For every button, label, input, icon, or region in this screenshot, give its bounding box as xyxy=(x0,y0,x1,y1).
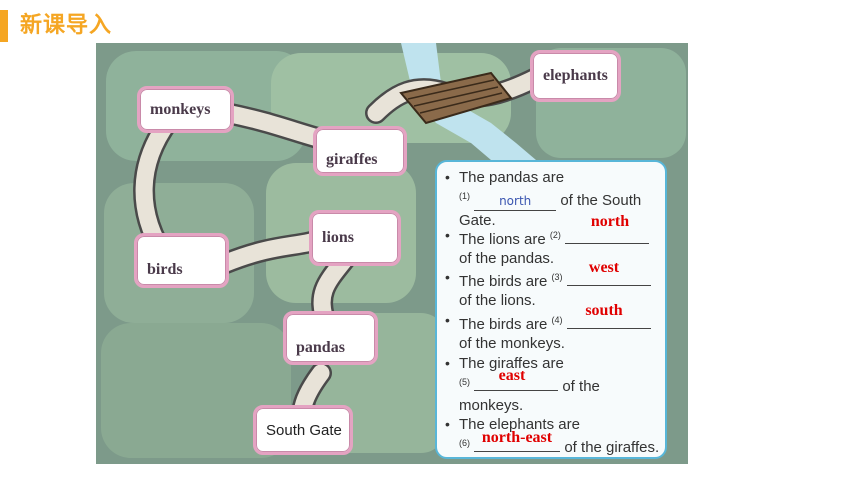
question-text: The pandas are xyxy=(459,169,565,186)
place-label: South Gate xyxy=(266,421,342,439)
question-number: (1) xyxy=(459,191,470,201)
question-text: The birds are xyxy=(459,316,548,333)
question-text: of the monkeys. xyxy=(459,335,565,352)
question-text: The lions are xyxy=(459,231,546,248)
blank-5 xyxy=(474,373,559,391)
question-5: • The giraffes are (5) of the monkeys. xyxy=(445,354,667,415)
question-number: (6) xyxy=(459,438,470,448)
blank-4 xyxy=(566,311,651,329)
bullet-icon: • xyxy=(445,227,450,243)
place-label: elephants xyxy=(543,67,608,84)
question-text: of the pandas. xyxy=(459,250,555,267)
answer-6: north-east xyxy=(481,429,553,446)
place-label: giraffes xyxy=(326,151,378,168)
question-text: of the giraffes. xyxy=(564,439,660,456)
place-monkeys: monkeys xyxy=(137,86,234,133)
question-4: • The birds are (4) of the monkeys. xyxy=(445,311,667,353)
question-6: • The elephants are (6) of the giraffes. xyxy=(445,415,667,457)
question-number: (2) xyxy=(549,230,561,240)
bullet-icon: • xyxy=(445,355,450,371)
place-lions: lions xyxy=(309,210,401,266)
place-elephants: elephants xyxy=(530,50,621,102)
questions-card: • The pandas are (1) north of the South … xyxy=(435,160,667,459)
bullet-icon: • xyxy=(445,312,450,328)
place-label: lions xyxy=(322,229,355,246)
place-label: birds xyxy=(147,260,183,278)
question-2: • The lions are (2) of the pandas. xyxy=(445,226,667,268)
bullet-icon: • xyxy=(445,169,450,185)
answer-2: north xyxy=(590,213,630,230)
question-number: (4) xyxy=(551,315,563,325)
place-pandas: pandas xyxy=(283,311,378,365)
bridge-icon xyxy=(399,71,513,125)
answer-5: east xyxy=(498,367,526,384)
question-number: (5) xyxy=(459,377,470,387)
question-1: • The pandas are (1) north of the South … xyxy=(445,168,667,230)
place-birds: birds xyxy=(134,233,229,288)
place-south-gate: South Gate xyxy=(253,405,353,455)
place-giraffes: giraffes xyxy=(313,126,407,176)
question-text: The birds are xyxy=(459,273,548,290)
answer-3: west xyxy=(588,259,620,276)
question-text: of the monkeys. xyxy=(459,378,600,414)
question-text: The giraffes are xyxy=(459,355,564,372)
question-3: • The birds are (3) of the lions. xyxy=(445,268,667,310)
place-label: pandas xyxy=(296,339,345,356)
bullet-icon: • xyxy=(445,269,450,285)
bullet-icon: • xyxy=(445,416,450,432)
answer-4: south xyxy=(585,302,623,319)
question-text: of the lions. xyxy=(459,292,536,309)
header-accent-bar xyxy=(0,10,8,42)
page-title: 新课导入 xyxy=(20,13,113,38)
blank-1: north xyxy=(474,193,557,211)
place-label: monkeys xyxy=(150,100,211,118)
zoo-map-image: monkeys giraffes elephants lions birds p… xyxy=(96,43,688,464)
blank-3 xyxy=(566,268,651,286)
question-number: (3) xyxy=(551,272,563,282)
question-text: of the South Gate. xyxy=(459,192,642,229)
question-text: The elephants are xyxy=(459,416,580,433)
blank-2 xyxy=(565,226,650,244)
blank-6 xyxy=(474,434,561,452)
